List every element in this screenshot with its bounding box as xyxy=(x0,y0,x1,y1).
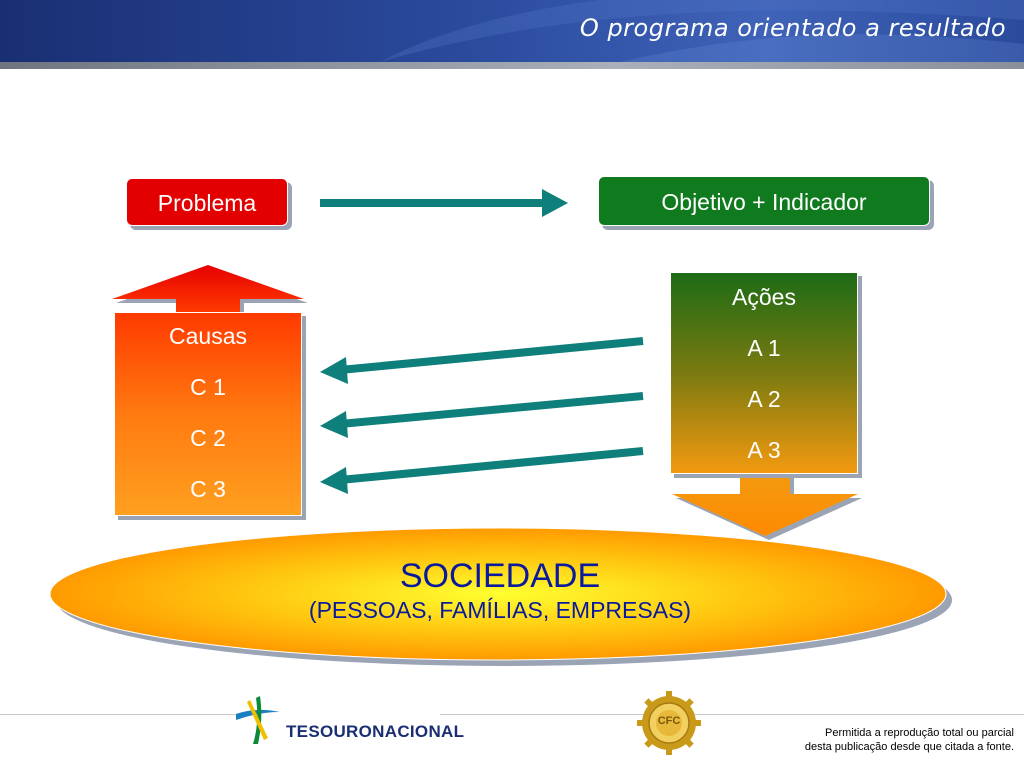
causas-up-arrow xyxy=(112,265,308,316)
action-to-cause-arrow-1 xyxy=(320,337,644,384)
logo-word-nacional: Nacional xyxy=(372,722,465,741)
acoes-box: Ações A 1 A 2 A 3 xyxy=(670,272,858,474)
header-band xyxy=(0,62,1024,69)
sociedade-ellipse xyxy=(49,527,952,666)
footer-rule-left xyxy=(0,714,236,715)
acoes-title: Ações xyxy=(732,284,796,310)
sociedade-label: SOCIEDADE (PESSOAS, FAMÍLIAS, EMPRESAS) xyxy=(200,556,800,624)
logo-word-tesouro: Tesouro xyxy=(286,722,373,741)
slide-header: O programa orientado a resultado xyxy=(0,0,1024,62)
sociedade-subtitle: (PESSOAS, FAMÍLIAS, EMPRESAS) xyxy=(308,597,692,623)
causa-item-1: C 1 xyxy=(190,374,226,400)
reproduction-notice-line-1: Permitida a reprodução total ou parcial xyxy=(825,727,1014,739)
causa-item-2: C 2 xyxy=(190,425,226,451)
sociedade-title: SOCIEDADE xyxy=(399,557,601,595)
tesouro-nacional-logo: TesouroNacional xyxy=(286,722,464,742)
acao-item-1: A 1 xyxy=(747,335,781,361)
slide-title: O programa orientado a resultado xyxy=(579,14,1006,42)
problema-box: Problema xyxy=(126,178,288,226)
cfc-seal-icon xyxy=(637,691,701,755)
acoes-down-arrow xyxy=(672,474,862,540)
causas-title: Causas xyxy=(169,323,247,349)
causa-item-3: C 3 xyxy=(190,476,226,502)
cfc-seal-label: CFC xyxy=(657,715,681,727)
causas-box: Causas C 1 C 2 C 3 xyxy=(114,312,302,516)
action-to-cause-arrow-3 xyxy=(320,447,644,494)
footer-rule-right xyxy=(440,714,1024,715)
objetivo-indicador-box: Objetivo + Indicador xyxy=(598,176,930,226)
reproduction-notice: Permitida a reprodução total ou parcial … xyxy=(805,726,1014,754)
acao-item-3: A 3 xyxy=(747,437,781,463)
header-swoosh-decoration xyxy=(380,0,1024,62)
acao-item-2: A 2 xyxy=(747,386,781,412)
reproduction-notice-line-2: desta publicação desde que citada a font… xyxy=(804,741,1014,753)
tesouro-logo-icon xyxy=(236,696,280,744)
action-to-cause-arrow-2 xyxy=(320,392,644,438)
problem-to-objective-arrow xyxy=(320,189,568,217)
